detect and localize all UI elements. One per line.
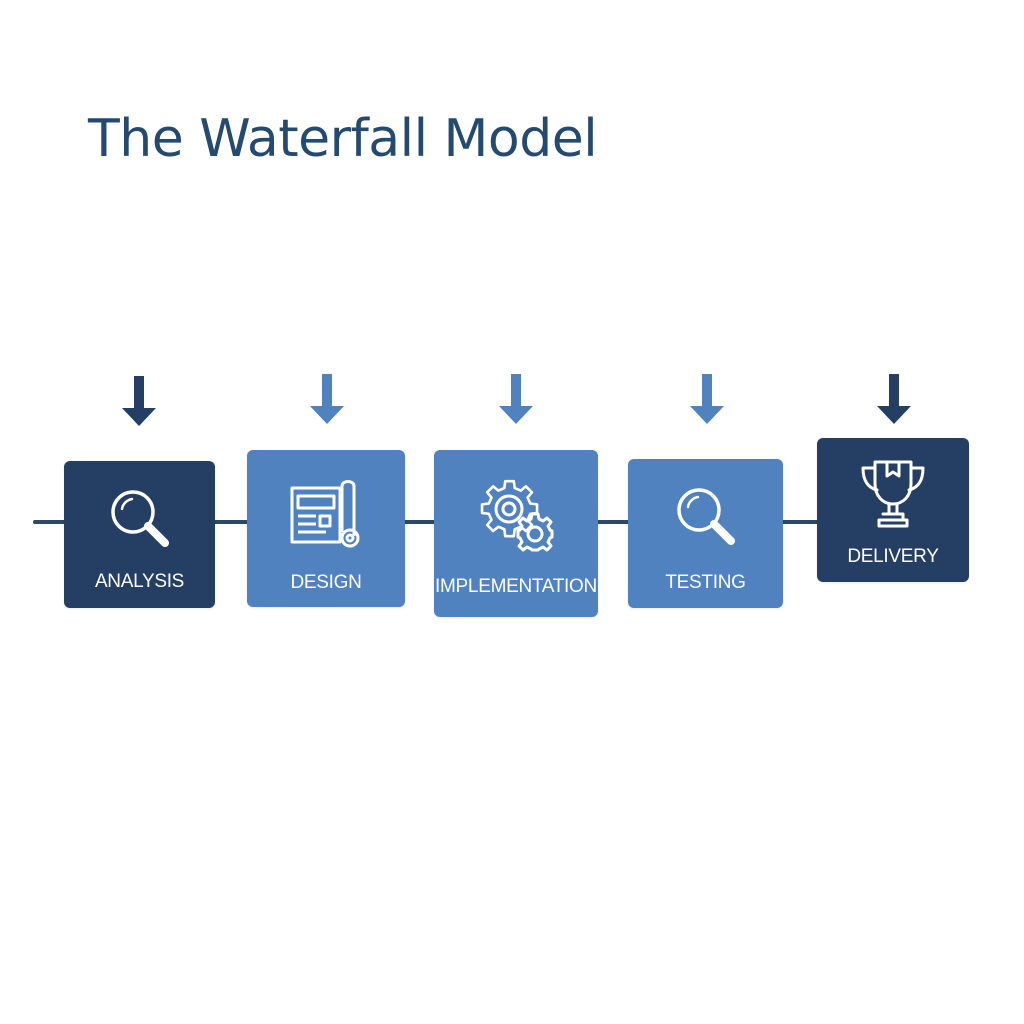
connector-line-1 — [213, 520, 250, 524]
stage-delivery: DELIVERY — [817, 438, 969, 582]
connector-line-3 — [596, 520, 632, 524]
connector-line-2 — [402, 520, 438, 524]
down-arrow-analysis — [122, 376, 156, 426]
connector-line-4 — [781, 520, 821, 524]
blueprint-icon — [290, 480, 360, 548]
magnifier-icon — [676, 488, 735, 545]
down-arrow-implementation — [499, 374, 533, 424]
stage-analysis: ANALYSIS — [64, 461, 215, 608]
stage-label-analysis: ANALYSIS — [94, 571, 185, 592]
stage-testing: TESTING — [628, 459, 783, 608]
stage-label-testing: TESTING — [665, 572, 746, 593]
down-arrow-design — [310, 374, 344, 424]
page-title: The Waterfall Model — [88, 109, 598, 169]
stage-implementation: IMPLEMENTATION — [434, 450, 598, 617]
connector-line-start — [33, 520, 67, 524]
stage-label-delivery: DELIVERY — [847, 546, 939, 567]
stage-label-design: DESIGN — [290, 572, 362, 593]
trophy-icon — [861, 460, 925, 528]
gears-icon — [480, 479, 554, 552]
stage-label-implementation: IMPLEMENTATION — [435, 576, 597, 597]
down-arrow-delivery — [877, 374, 911, 424]
magnifier-icon — [110, 490, 169, 547]
stage-design: DESIGN — [247, 450, 405, 607]
down-arrow-testing — [690, 374, 724, 424]
